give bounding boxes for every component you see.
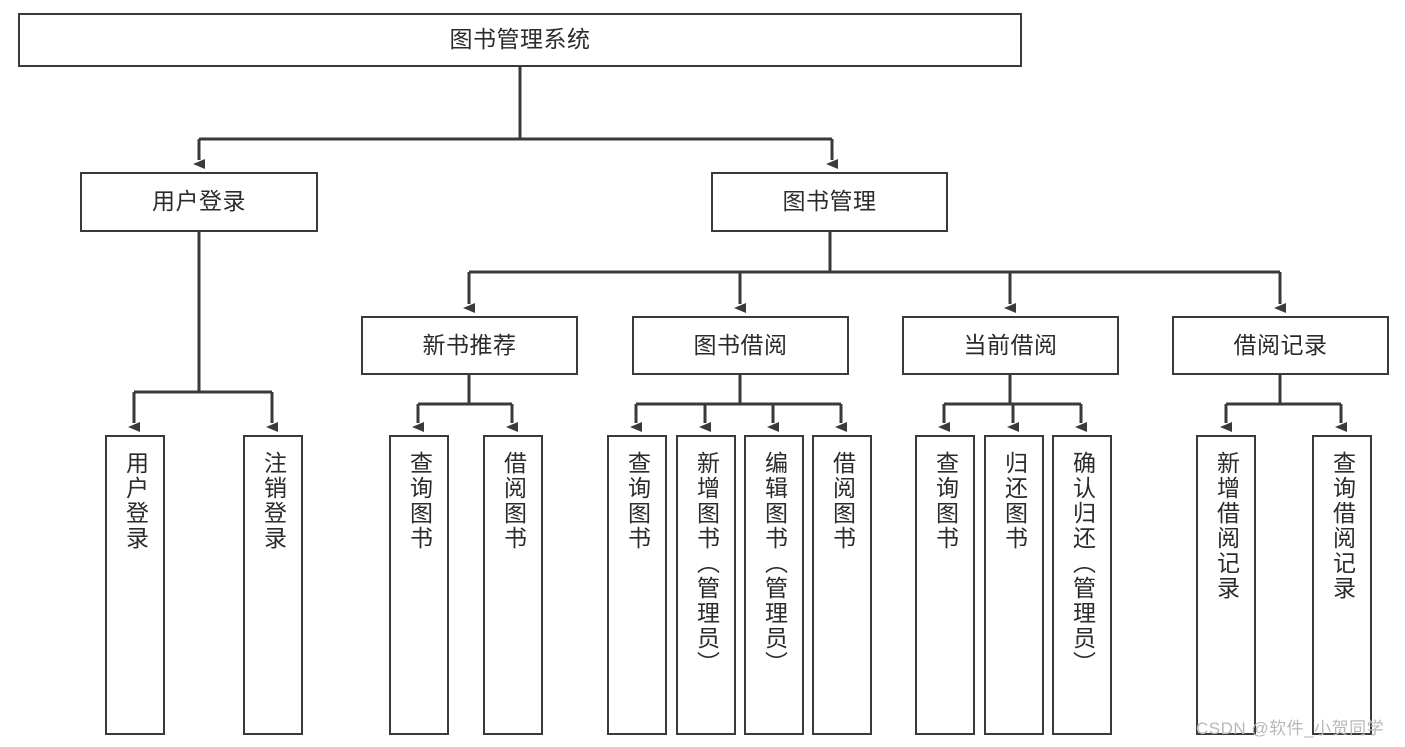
node-leaf-edit-book[interactable]: 编辑图书（管理员） [744,435,804,735]
node-leaf-confirm-return-label: 确认归还（管理员） [1069,451,1096,676]
node-leaf-query-book-2-label: 查询图书 [624,451,651,551]
watermark: CSDN @软件_小贺同学 [1196,719,1385,738]
node-borrow-record-label: 借阅记录 [1233,331,1328,358]
node-leaf-return-book-label: 归还图书 [1001,451,1028,551]
node-leaf-logout-label: 注销登录 [260,451,287,551]
node-leaf-add-book-label: 新增图书（管理员） [693,451,720,676]
node-book-borrow-label: 图书借阅 [693,331,788,358]
node-user-login[interactable]: 用户登录 [80,172,318,232]
node-current-borrow-label: 当前借阅 [963,331,1058,358]
node-leaf-query-book-2[interactable]: 查询图书 [607,435,667,735]
node-new-book-recommend-label: 新书推荐 [422,331,517,358]
node-book-borrow[interactable]: 图书借阅 [632,316,849,375]
node-leaf-query-book-3[interactable]: 查询图书 [915,435,975,735]
node-leaf-add-book[interactable]: 新增图书（管理员） [676,435,736,735]
node-leaf-return-book[interactable]: 归还图书 [984,435,1044,735]
node-root-label: 图书管理系统 [449,26,591,53]
node-leaf-edit-book-label: 编辑图书（管理员） [761,451,788,676]
node-leaf-add-record[interactable]: 新增借阅记录 [1196,435,1256,735]
node-leaf-confirm-return[interactable]: 确认归还（管理员） [1052,435,1112,735]
node-leaf-add-record-label: 新增借阅记录 [1213,451,1240,601]
node-user-login-label: 用户登录 [152,188,246,215]
node-book-management[interactable]: 图书管理 [711,172,948,232]
node-leaf-borrow-book-1[interactable]: 借阅图书 [483,435,543,735]
node-leaf-borrow-book-1-label: 借阅图书 [500,451,527,551]
node-leaf-query-book-1-label: 查询图书 [406,451,433,551]
node-root[interactable]: 图书管理系统 [18,13,1022,67]
node-new-book-recommend[interactable]: 新书推荐 [361,316,578,375]
node-book-management-label: 图书管理 [782,188,877,215]
node-leaf-user-login[interactable]: 用户登录 [105,435,165,735]
node-borrow-record[interactable]: 借阅记录 [1172,316,1389,375]
node-leaf-query-book-1[interactable]: 查询图书 [389,435,449,735]
node-current-borrow[interactable]: 当前借阅 [902,316,1119,375]
node-leaf-user-login-label: 用户登录 [122,451,149,551]
node-leaf-logout[interactable]: 注销登录 [243,435,303,735]
node-leaf-borrow-book-2[interactable]: 借阅图书 [812,435,872,735]
node-leaf-borrow-book-2-label: 借阅图书 [829,451,856,551]
node-leaf-query-record[interactable]: 查询借阅记录 [1312,435,1372,735]
node-leaf-query-book-3-label: 查询图书 [932,451,959,551]
node-leaf-query-record-label: 查询借阅记录 [1329,451,1356,601]
